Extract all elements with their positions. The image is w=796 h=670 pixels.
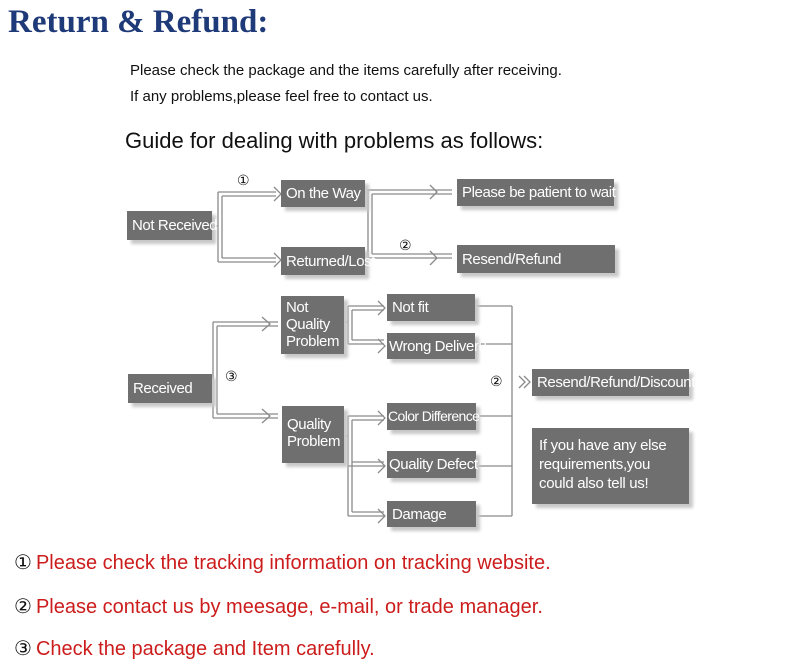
note-text-2: Please contact us by meesage, e-mail, or… [35,596,543,618]
note-marker-2: ② [14,596,32,618]
be-patient-box: Please be patient to wait [457,179,616,206]
page-title: Return & Refund: [8,4,269,40]
not-received-box: Not Received [127,211,218,240]
not-quality-problem-box: Not Quality Problem [281,296,344,354]
quality-defect-box: Quality Defect [387,451,478,478]
marker-two-top: ② [399,237,412,253]
guide-heading: Guide for dealing with problems as follo… [125,128,544,153]
damage-box: Damage [387,501,476,527]
on-the-way-box: On the Way [281,180,365,207]
intro-line-2: If any problems,please feel free to cont… [130,88,433,105]
quality-problem-box: Quality Problem [282,406,344,463]
intro-line-1: Please check the package and the items c… [130,62,562,79]
not-fit-box: Not fit [387,294,475,321]
marker-two-bottom: ② [490,373,503,389]
marker-one: ① [237,172,250,188]
received-box: Received [128,374,212,403]
marker-three: ③ [225,368,238,384]
note-marker-1: ① [14,552,32,574]
note-text-3: Check the package and Item carefully. [35,638,375,660]
note-text-1: Please check the tracking information on… [35,552,551,574]
wrong-delivery-box: Wrong Deliveru [387,333,487,359]
resend-refund-discount-box: Resend/Refund/Discount [532,369,695,396]
resend-refund-box: Resend/Refund [457,245,615,273]
else-requirements-box: If you have any else requirements,you co… [532,428,689,504]
color-difference-box: Color Difference [387,403,480,430]
returned-lost-box: Returned/Lost [281,247,375,275]
note-marker-3: ③ [14,638,32,660]
